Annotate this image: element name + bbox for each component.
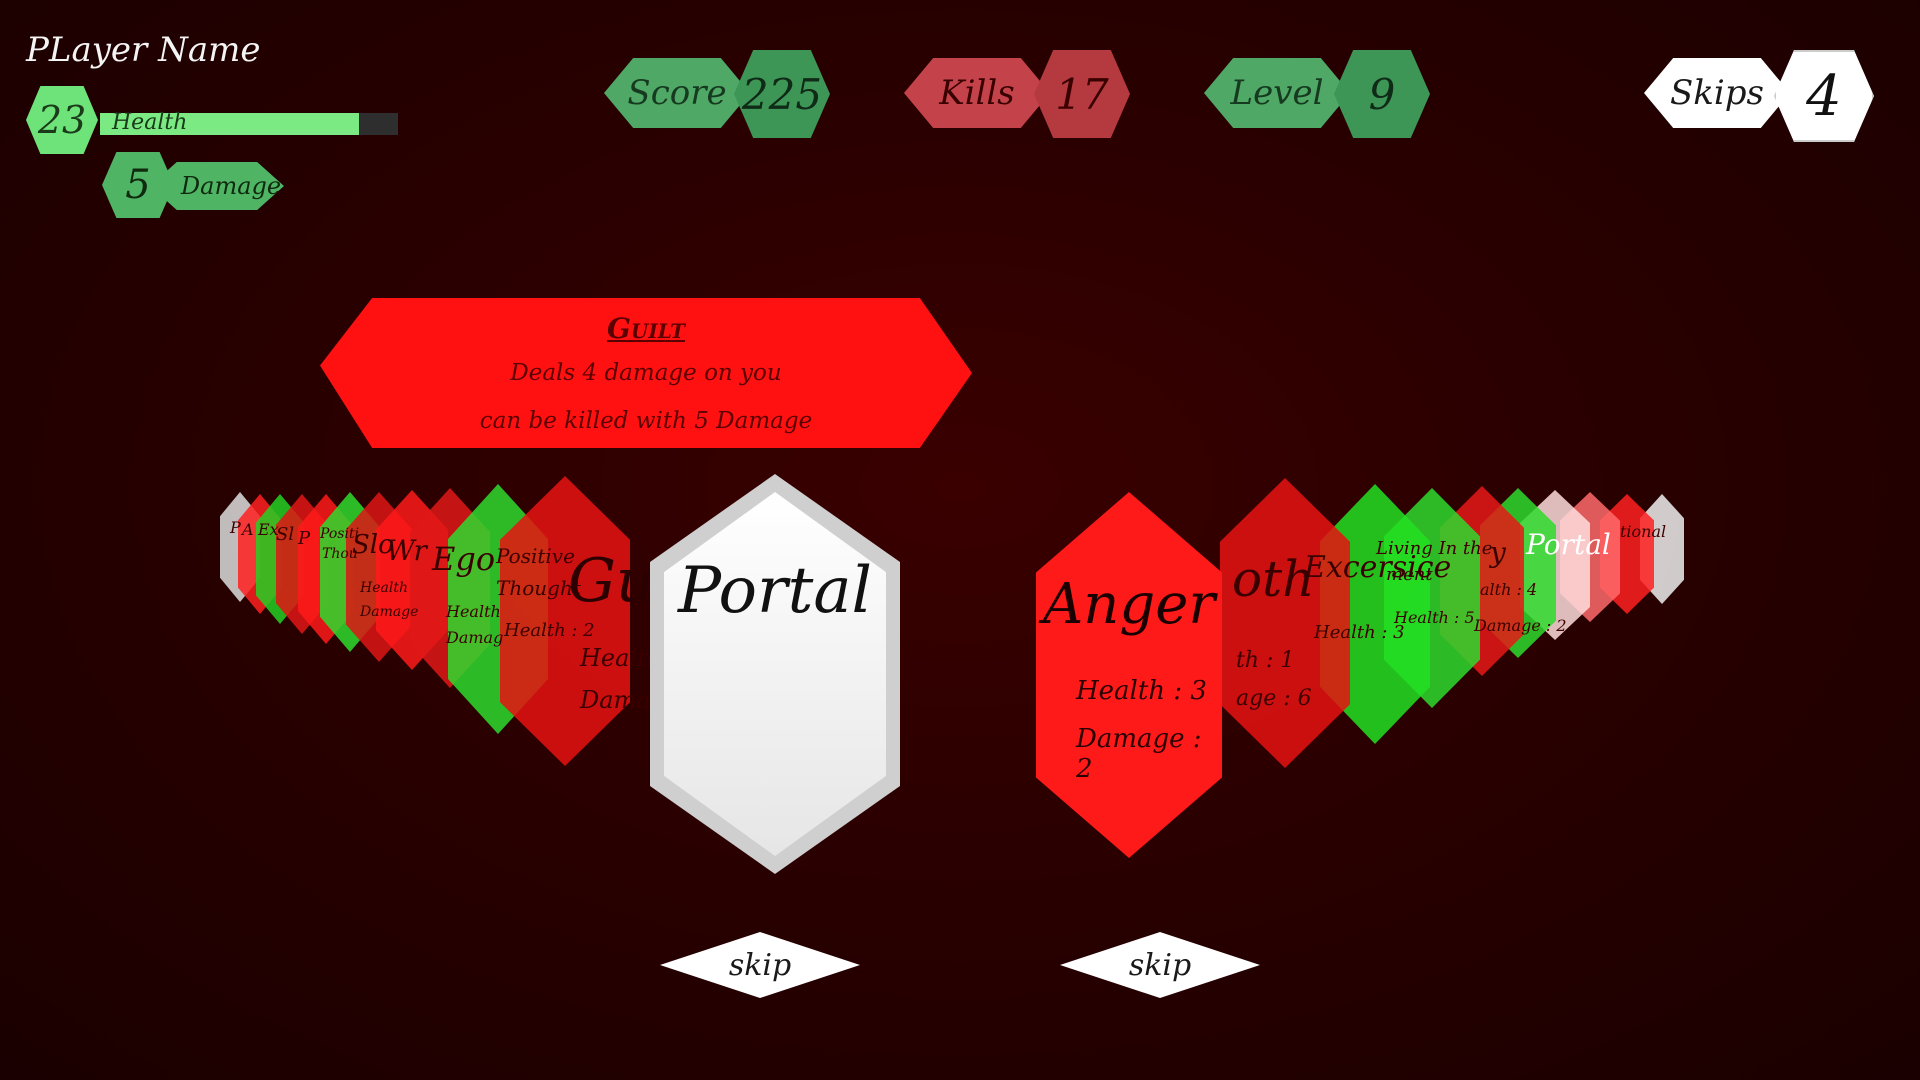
health-value-badge: 23 [26, 86, 98, 154]
deck-fragment: ment [1386, 564, 1433, 585]
damage-value-badge: 5 [102, 152, 174, 218]
deck-fragment: Excersice [1304, 550, 1452, 585]
deck-stat-fragment: Damage : 2 [1474, 616, 1567, 635]
health-bar [100, 113, 398, 135]
info-line-1: Deals 4 damage on you [510, 360, 782, 386]
deck-stat-fragment: Health [580, 644, 663, 672]
deck-fragment: oth [1232, 550, 1315, 608]
deck-stat-fragment: Health : 2 [504, 620, 595, 641]
score-value: 225 [734, 50, 830, 138]
info-line-2: can be killed with 5 Damage [479, 408, 813, 434]
deck-stat-fragment: Damag [446, 628, 504, 647]
deck-fragment: tional [1620, 522, 1667, 541]
deck-fragment: Positive [496, 544, 575, 568]
skip-left-button[interactable]: skip [660, 932, 860, 998]
damage-label-text: Damage [180, 172, 282, 200]
deck-fragment: Ego [432, 540, 496, 578]
deck-fragment: Thou [322, 546, 358, 562]
deck-fragment: P [230, 518, 241, 537]
deck-stat-fragment: Health [360, 580, 408, 596]
anger-card-damage: Damage : 2 [1076, 724, 1202, 784]
deck-stat-fragment: th : 1 [1236, 648, 1295, 673]
anger-card[interactable]: Anger Health : 3 Damage : 2 [1036, 492, 1222, 858]
deck-fragment: Portal [1526, 528, 1611, 561]
left-deck[interactable]: P A Ex Sl P Positi Thou Slo Wr Ego Posit… [220, 476, 720, 810]
deck-stat-fragment: Damage [360, 604, 419, 620]
deck-stat-fragment: Health [446, 602, 501, 621]
portal-card[interactable]: Portal [664, 492, 886, 856]
health-bar-fill [100, 113, 360, 135]
deck-card [1220, 478, 1350, 768]
deck-fragment: Slo [352, 530, 394, 560]
deck-stat-fragment: Health : 5 [1394, 608, 1475, 627]
skips-label: Skips [1644, 58, 1790, 128]
portal-card-title: Portal [678, 554, 872, 628]
kills-value: 17 [1034, 50, 1130, 138]
level-label: Level [1204, 58, 1350, 128]
deck-fragment: P [298, 528, 311, 549]
score-label: Score [604, 58, 750, 128]
deck-card [500, 476, 630, 766]
deck-fragment: Ex [258, 520, 279, 539]
health-label: Health [112, 110, 188, 135]
skips-value: 4 [1774, 50, 1874, 142]
deck-fragment: Thought [496, 576, 581, 600]
deck-stat-fragment: alth : 4 [1480, 580, 1538, 599]
level-value: 9 [1334, 50, 1430, 138]
deck-stat-fragment: age : 6 [1236, 686, 1312, 711]
deck-fragment: Living In the [1376, 538, 1493, 559]
deck-fragment: Wr [386, 534, 427, 567]
deck-fragment: A [242, 520, 254, 539]
info-banner: Guilt Deals 4 damage on you can be kille… [320, 298, 972, 448]
deck-fragment: Positi [320, 526, 360, 542]
skip-right-button[interactable]: skip [1060, 932, 1260, 998]
deck-stat-fragment: Health : 3 [1314, 622, 1405, 643]
player-name: PLayer Name [26, 30, 261, 70]
info-title: Guilt [606, 312, 686, 345]
anger-card-health: Health : 3 [1076, 676, 1207, 706]
anger-card-title: Anger [1042, 572, 1216, 637]
right-deck[interactable]: oth Excersice Living In the ment y Porta… [1180, 478, 1700, 810]
kills-label: Kills [904, 58, 1050, 128]
deck-fragment: Sl [276, 524, 295, 545]
deck-fragment: y [1490, 536, 1506, 569]
